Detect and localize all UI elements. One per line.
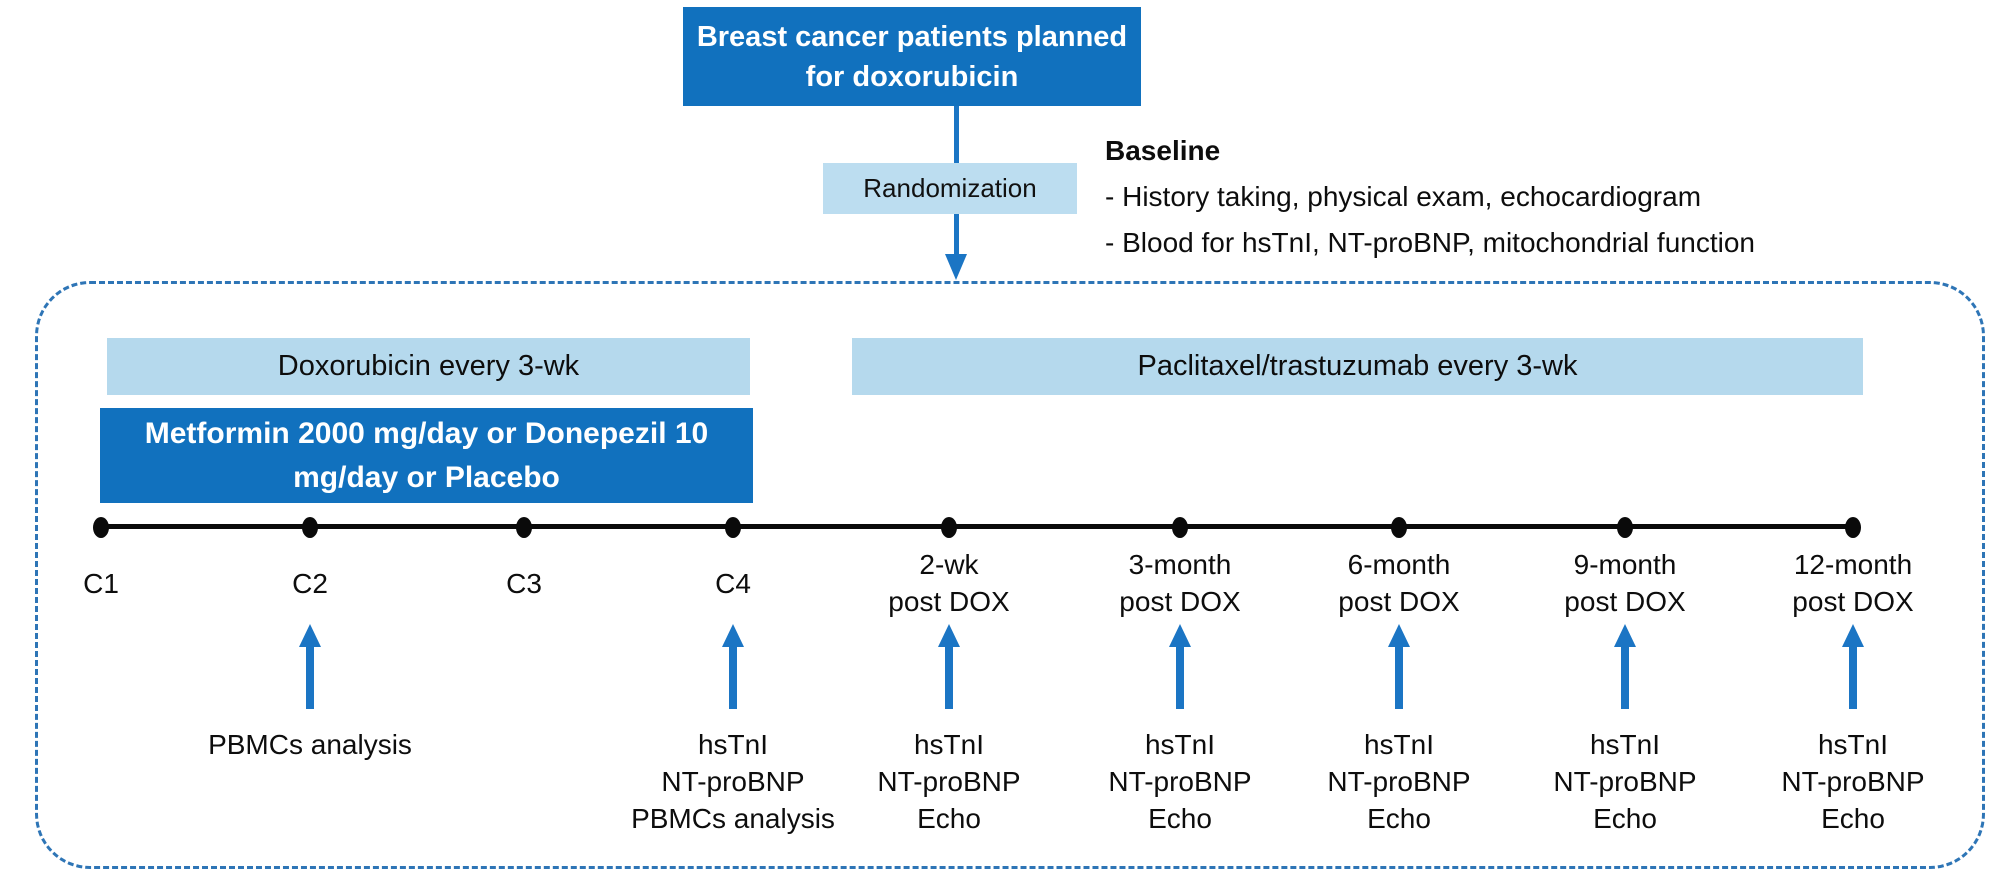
assessment-line: hsTnI xyxy=(697,729,769,760)
tick-label-9mo: 9-month post DOX xyxy=(1564,549,1685,617)
up-arrow-icon-c2 xyxy=(299,624,321,709)
assessments-c4: hsTnI NT-proBNP PBMCs analysis xyxy=(631,726,835,837)
assessment-line: hsTnI xyxy=(1589,729,1661,760)
paclitaxel-trastuzumab-bar: Paclitaxel/trastuzumab every 3-wk xyxy=(852,338,1863,395)
tick-label-3mo: 3-month post DOX xyxy=(1119,549,1240,617)
assessment-line: Echo xyxy=(1148,803,1212,834)
patient-population-box: Breast cancer patients planned for doxor… xyxy=(683,7,1141,106)
up-arrow-icon-3mo xyxy=(1169,624,1191,709)
tick-label-line1: 12-month xyxy=(1793,549,1913,580)
timeline-dot-c1 xyxy=(93,517,109,538)
paclitaxel-bar-label: Paclitaxel/trastuzumab every 3-wk xyxy=(1137,350,1578,382)
timeline-dot-3mo xyxy=(1172,517,1188,538)
up-arrow-icon-12mo xyxy=(1842,624,1864,709)
up-arrow-icon-2wk xyxy=(938,624,960,709)
doxorubicin-bar-label: Doxorubicin every 3-wk xyxy=(277,350,580,382)
tick-label-line1: C3 xyxy=(506,567,542,599)
assessment-line: NT-proBNP xyxy=(1553,766,1697,797)
tick-label-line1: C2 xyxy=(292,567,328,599)
timeline-axis xyxy=(100,524,1857,529)
baseline-note: Baseline - History taking, physical exam… xyxy=(1105,128,1755,266)
baseline-heading: Baseline xyxy=(1105,135,1221,166)
assessments-6mo: hsTnI NT-proBNP Echo xyxy=(1327,726,1470,837)
assessment-line: PBMCs analysis xyxy=(208,729,412,760)
assessment-line: hsTnI xyxy=(913,729,985,760)
tick-label-line2: post DOX xyxy=(1564,586,1686,617)
assessments-9mo: hsTnI NT-proBNP Echo xyxy=(1553,726,1696,837)
tick-label-c1: C1 xyxy=(83,549,119,617)
study-drug-bar: Metformin 2000 mg/day or Donepezil 10 mg… xyxy=(100,408,753,503)
timeline-dot-c3 xyxy=(516,517,532,538)
tick-label-c2: C2 xyxy=(292,549,328,617)
patient-population-line2: for doxorubicin xyxy=(805,60,1019,93)
tick-label-line2: post DOX xyxy=(888,586,1010,617)
timeline-dot-6mo xyxy=(1391,517,1407,538)
assessment-line: NT-proBNP xyxy=(1781,766,1925,797)
tick-label-line2: post DOX xyxy=(1119,586,1241,617)
up-arrow-icon-9mo xyxy=(1614,624,1636,709)
tick-label-2wk: 2-wk post DOX xyxy=(888,549,1009,617)
tick-label-line1: 6-month xyxy=(1347,549,1451,580)
study-drug-line1: Metformin 2000 mg/day or Donepezil 10 xyxy=(144,416,709,450)
randomization-label: Randomization xyxy=(863,173,1037,203)
assessment-line: NT-proBNP xyxy=(1108,766,1252,797)
timeline-dot-12mo xyxy=(1845,517,1861,538)
tick-label-6mo: 6-month post DOX xyxy=(1338,549,1459,617)
timeline-dot-c2 xyxy=(302,517,318,538)
assessment-line: PBMCs analysis xyxy=(631,803,835,834)
assessment-line: Echo xyxy=(1593,803,1657,834)
tick-label-line1: C4 xyxy=(715,567,751,599)
study-drug-line2: mg/day or Placebo xyxy=(293,460,560,494)
assessments-12mo: hsTnI NT-proBNP Echo xyxy=(1781,726,1924,837)
tick-label-12mo: 12-month post DOX xyxy=(1792,549,1913,617)
baseline-item-2: - Blood for hsTnI, NT-proBNP, mitochondr… xyxy=(1105,227,1756,258)
assessment-line: Echo xyxy=(917,803,981,834)
baseline-item-1: - History taking, physical exam, echocar… xyxy=(1105,181,1702,212)
timeline-dot-c4 xyxy=(725,517,741,538)
up-arrow-icon-c4 xyxy=(722,624,744,709)
assessment-line: NT-proBNP xyxy=(661,766,805,797)
patient-population-line1: Breast cancer patients planned xyxy=(696,20,1128,53)
tick-label-line1: 3-month xyxy=(1128,549,1232,580)
tick-label-line1: 2-wk xyxy=(919,549,979,580)
assessment-line: Echo xyxy=(1821,803,1885,834)
timeline-dot-9mo xyxy=(1617,517,1633,538)
assessment-line: Echo xyxy=(1367,803,1431,834)
randomization-box: Randomization xyxy=(823,163,1077,214)
doxorubicin-bar: Doxorubicin every 3-wk xyxy=(107,338,750,395)
tick-label-line1: 9-month xyxy=(1573,549,1677,580)
assessment-line: NT-proBNP xyxy=(877,766,1021,797)
tick-label-c3: C3 xyxy=(506,549,542,617)
assessment-line: hsTnI xyxy=(1363,729,1435,760)
assessments-c2: PBMCs analysis xyxy=(208,726,412,763)
tick-label-c4: C4 xyxy=(715,549,751,617)
study-period-frame xyxy=(35,281,1985,869)
timeline-dot-2wk xyxy=(941,517,957,538)
assessment-line: hsTnI xyxy=(1144,729,1216,760)
assessment-line: hsTnI xyxy=(1817,729,1889,760)
assessments-3mo: hsTnI NT-proBNP Echo xyxy=(1108,726,1251,837)
tick-label-line1: C1 xyxy=(83,567,119,599)
tick-label-line2: post DOX xyxy=(1792,586,1914,617)
tick-label-line2: post DOX xyxy=(1338,586,1460,617)
assessments-2wk: hsTnI NT-proBNP Echo xyxy=(877,726,1020,837)
down-arrow-icon xyxy=(945,254,967,280)
up-arrow-icon-6mo xyxy=(1388,624,1410,709)
assessment-line: NT-proBNP xyxy=(1327,766,1471,797)
